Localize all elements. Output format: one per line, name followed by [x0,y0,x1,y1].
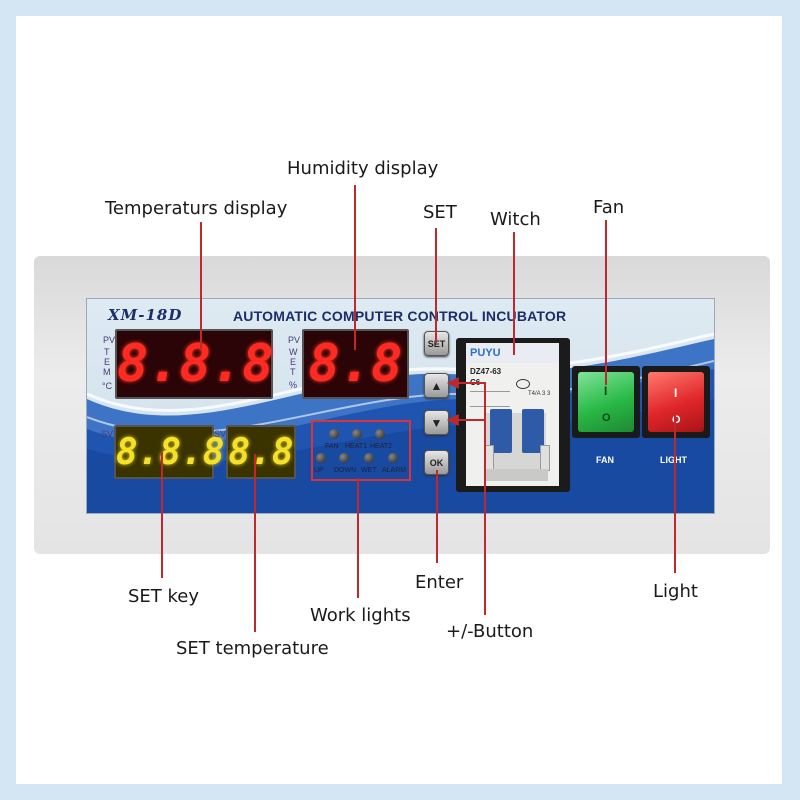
led-label-wet: WET [361,467,377,474]
light-switch[interactable]: I O [648,372,704,432]
light-switch-housing: I O [642,366,710,438]
led-label-heat2: HEAT2 [370,443,393,450]
led-up [316,453,326,463]
breaker-lever-left[interactable] [490,409,512,453]
circuit-breaker: PUYU DZ47-63 C6 T4/A 3 3 [466,343,559,486]
led-label-fan: FAN [325,443,339,450]
wet-unit-label: % [289,380,298,390]
led-fan [329,429,339,439]
callout-enter: Enter [415,572,464,593]
brand-model: XM-18D [108,306,183,324]
tem-unit-label: °C [102,381,113,391]
tem-pv-label: PV [103,335,116,345]
callout-set-temperature: SET temperature [176,638,329,659]
up-button[interactable]: ▲ [424,373,449,398]
tem-letter-t: T [104,347,110,357]
led-label-alarm: ALARM [382,467,407,474]
callout-witch: Witch [490,209,541,230]
temperature-sv-digits: 8.8.8 [116,431,225,473]
humidity-pv-display: 8.8 [302,329,409,399]
breaker-spec-lines [470,391,510,407]
breaker-model: DZ47-63 [470,367,502,376]
callout-set-key: SET key [128,586,200,607]
breaker-brand: PUYU [470,347,501,359]
callout-plus-minus-button: +/-Button [446,621,534,642]
panel-title: AUTOMATIC COMPUTER CONTROL INCUBATOR [233,308,567,324]
breaker-lever-right[interactable] [522,409,544,453]
callout-humidity-display: Humidity display [287,158,439,179]
callout-light: Light [653,581,698,602]
light-switch-off-symbol: O [672,414,681,426]
tem-letter-e: E [104,357,111,367]
led-label-up: UP [314,467,324,474]
led-alarm [388,453,398,463]
fan-switch[interactable]: I O [578,372,634,432]
led-label-down: DOWN [334,467,357,474]
certification-mark-icon [516,379,530,389]
humidity-sv-display: 8.8 [226,425,296,479]
temperature-pv-display: 8.8.8 [115,329,274,399]
down-button[interactable]: ▼ [424,410,449,435]
light-switch-on-symbol: I [674,386,678,400]
humidity-sv-digits: 8.8 [228,431,294,473]
wet-letter-e: E [290,357,297,367]
light-switch-label: LIGHT [660,455,687,465]
led-heat2 [375,429,385,439]
set-button[interactable]: SET [424,331,449,356]
callout-temperature-display: Temperaturs display [105,198,288,219]
work-lights-group [311,420,411,481]
fan-switch-on-symbol: I [604,384,608,398]
wet-letter-t: T [290,367,296,377]
fan-switch-off-symbol: O [602,412,611,424]
led-label-heat1: HEAT1 [345,443,368,450]
led-down [339,453,349,463]
humidity-pv-digits: 8.8 [308,334,403,394]
fan-switch-label: FAN [596,455,614,465]
sv-right-label: SV [214,429,227,439]
wet-pv-label: PV [288,335,301,345]
breaker-rating: C6 [470,378,481,387]
callout-fan: Fan [593,197,625,218]
callout-set: SET [423,202,457,223]
callout-work-lights: Work lights [310,605,411,626]
led-wet [364,453,374,463]
temperature-pv-digits: 8.8.8 [117,334,274,394]
temperature-sv-display: 8.8.8 [114,425,224,479]
fan-switch-housing: I O [572,366,640,438]
breaker-spec: T4/A 3 3 [528,391,551,397]
led-heat1 [352,429,362,439]
ok-button[interactable]: OK [424,450,449,475]
wet-letter-w: W [289,347,298,357]
tem-letter-m: M [103,367,111,377]
sv-left-label: SV [101,429,114,439]
